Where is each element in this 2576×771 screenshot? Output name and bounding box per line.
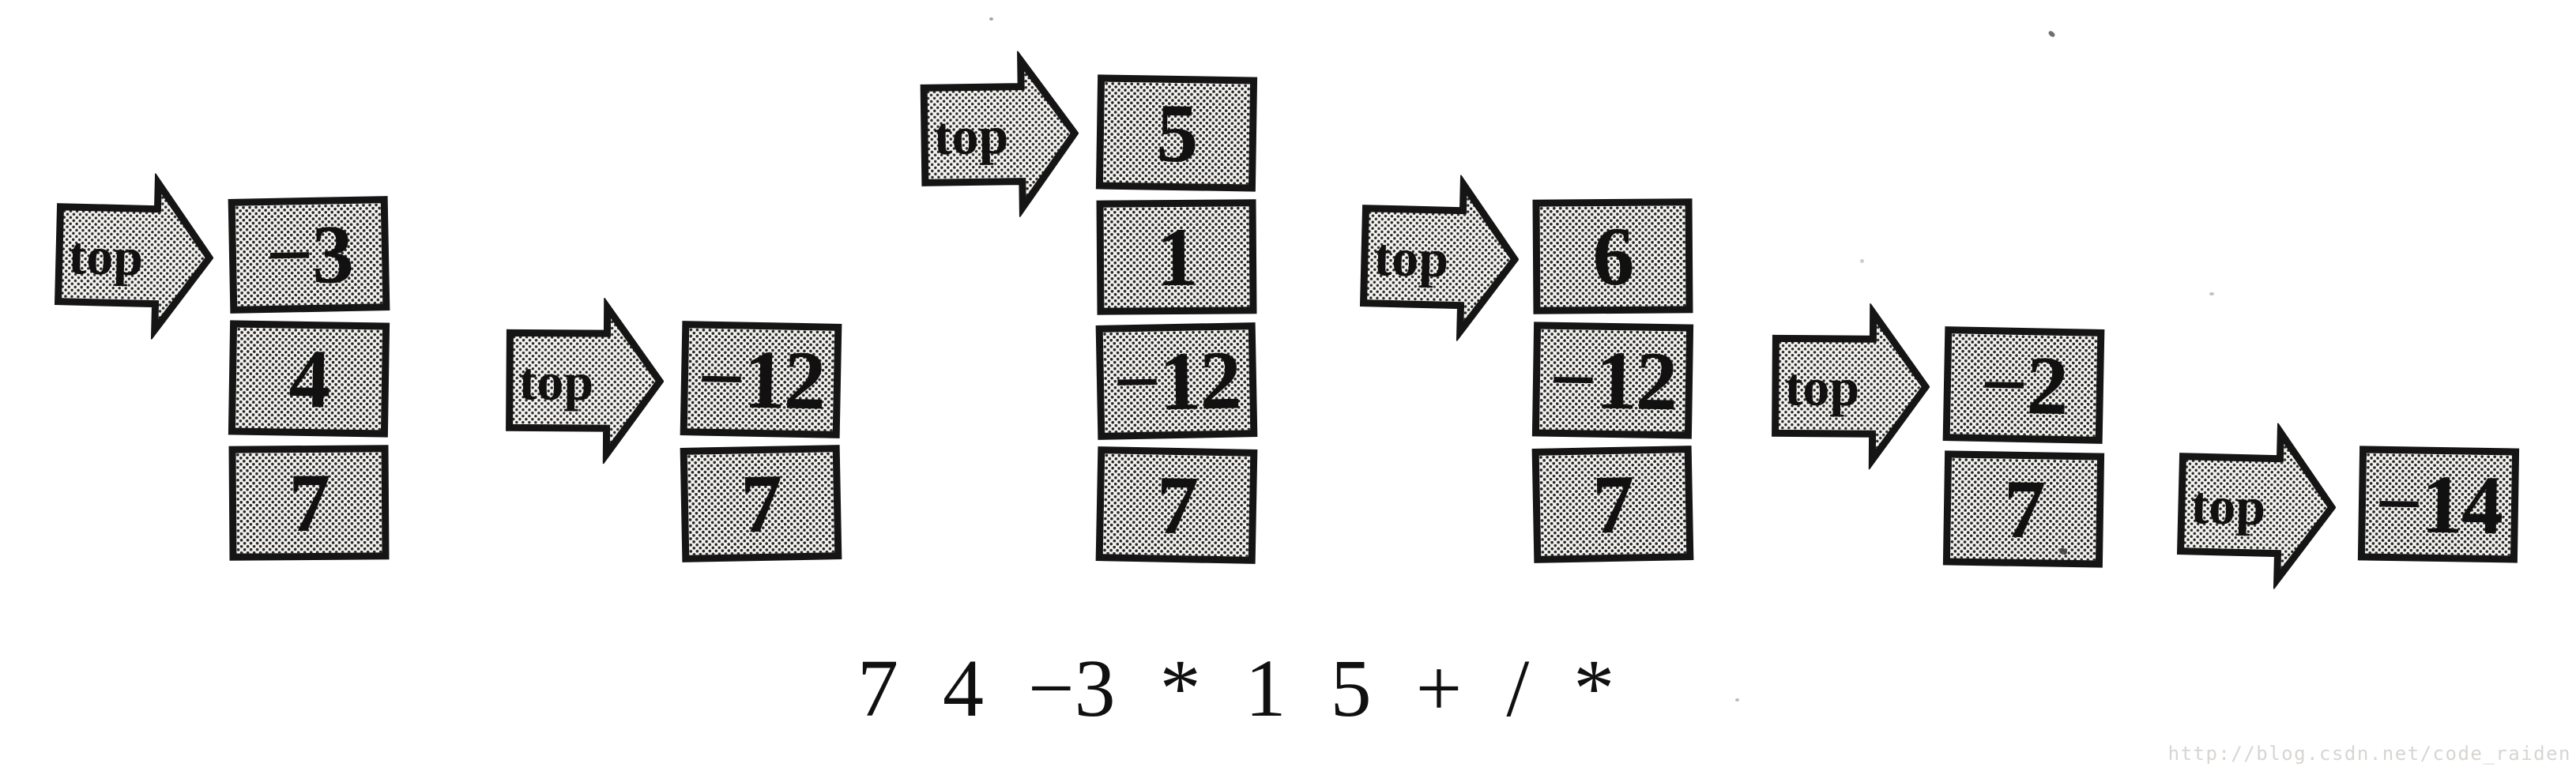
top-pointer-arrow: top (53, 171, 215, 341)
top-arrow-label: top (518, 351, 593, 412)
watermark-url: http://blog.csdn.net/code_raiden (2167, 743, 2571, 765)
right-arrow-icon: top (54, 171, 214, 341)
stack-cell: 7 (1095, 446, 1258, 564)
expression-token: 4 (943, 643, 984, 734)
stack-column: −12 7 (680, 321, 842, 562)
scan-speck (1735, 698, 1739, 701)
stack-cell: 7 (680, 445, 842, 562)
scan-speck (2209, 292, 2214, 295)
scan-speck (2047, 29, 2056, 39)
right-arrow-icon: top (506, 297, 665, 464)
top-pointer-arrow: top (505, 297, 665, 464)
stack-cell: −12 (680, 321, 842, 438)
stack-cell: 1 (1096, 199, 1257, 315)
scan-speck (1860, 259, 1864, 263)
expression-token: * (1159, 643, 1201, 734)
stack-cell: 6 (1532, 198, 1693, 314)
stack-cell: 5 (1095, 74, 1258, 192)
expression-token: −3 (1028, 643, 1116, 734)
stack-column: 5 1 −12 7 (1095, 74, 1258, 564)
stack-cell: 7 (1531, 446, 1694, 563)
stack-column: −3 4 7 (228, 196, 390, 561)
right-arrow-icon: top (1772, 303, 1930, 470)
top-pointer-arrow: top (2175, 421, 2337, 591)
scan-speck (2059, 548, 2067, 555)
stack-cell: −14 (2357, 446, 2520, 563)
right-arrow-icon: top (920, 50, 1079, 219)
stack-cell: −3 (228, 196, 390, 314)
expression-token: 7 (857, 643, 898, 734)
stack-cell: −2 (1942, 326, 2105, 444)
postfix-expression: 7 4 −3 * 1 5 + / * (857, 648, 1614, 730)
top-arrow-label: top (1373, 227, 1449, 288)
stack-cell: −12 (1531, 322, 1694, 439)
stack-cell: −12 (1095, 322, 1258, 440)
top-pointer-arrow: top (1771, 303, 1930, 470)
top-pointer-arrow: top (920, 50, 1080, 219)
right-arrow-icon: top (1359, 173, 1520, 343)
expression-token: * (1573, 643, 1615, 734)
expression-token: / (1506, 643, 1530, 734)
top-arrow-label: top (1784, 356, 1859, 417)
top-arrow-label: top (933, 105, 1009, 166)
stack-cell: 7 (228, 445, 390, 561)
stack-column: −14 (2357, 446, 2520, 563)
expression-token: 5 (1330, 643, 1372, 734)
expression-token: 1 (1245, 643, 1286, 734)
stack-cell: 4 (228, 320, 390, 438)
stack-column: 6 −12 7 (1531, 198, 1694, 563)
right-arrow-icon: top (2176, 421, 2337, 591)
expression-token: + (1415, 643, 1463, 734)
stack-cell: 7 (1942, 450, 2105, 568)
top-pointer-arrow: top (1358, 173, 1520, 343)
top-arrow-label: top (68, 225, 144, 287)
top-arrow-label: top (2190, 475, 2266, 536)
stack-column: −2 7 (1942, 326, 2105, 568)
scan-speck (989, 17, 993, 21)
